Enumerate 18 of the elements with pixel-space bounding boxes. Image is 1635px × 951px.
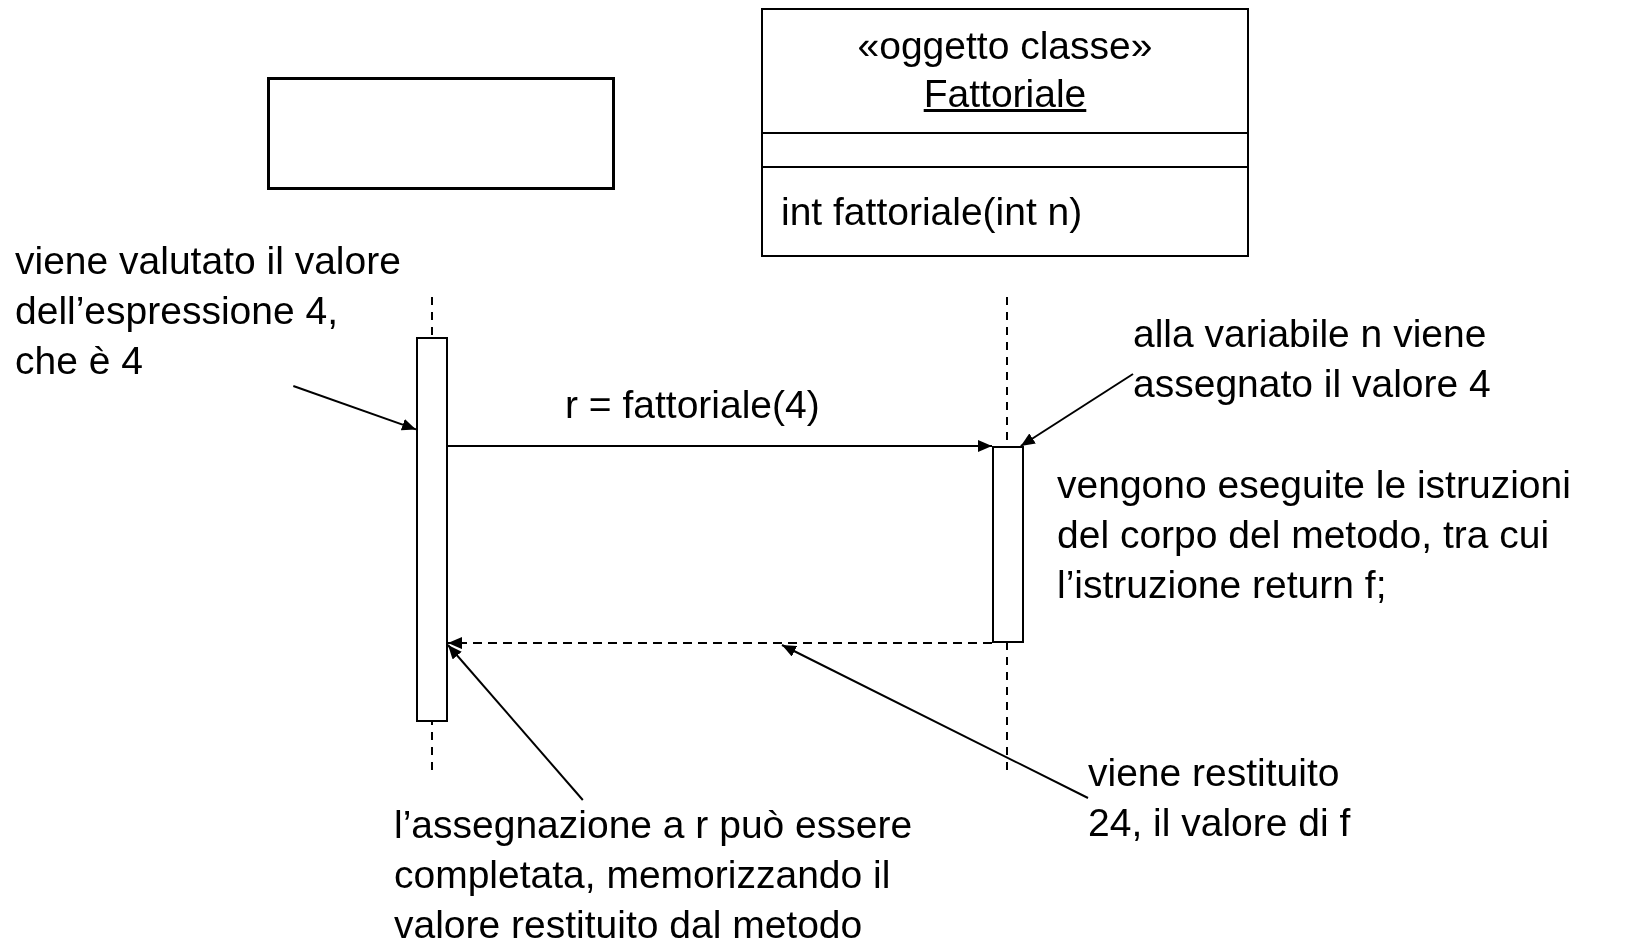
leader-line [781,644,1089,799]
class-box [761,8,1249,257]
note-text: alla variabile n viene assegnato il valore 4 [1133,309,1583,409]
activation-bar [992,446,1024,643]
object-box [267,77,615,190]
message-arrow [447,440,993,452]
return-arrow [447,637,993,650]
note-text: l’assegnazione a r può essere completata, memorizzando il valore restituito dal metodo [394,800,984,950]
leader-line [292,385,417,431]
note-text: viene restituito 24, il valore di f [1088,748,1398,848]
leader-line [447,644,584,801]
method-text: int fattoriale(int n) [781,190,1083,233]
class-name: Fattoriale [923,71,1087,117]
note-text: viene valutato il valore dell’espressione 4, che è 4 [15,236,407,386]
leader-line [1019,373,1134,447]
note-text: vengono eseguite le istruzioni del corpo del metodo, tra cui l’istruzione return f; [1057,462,1572,608]
activation-bar [416,337,448,722]
stereotype-text: «oggetto classe» [857,23,1153,69]
